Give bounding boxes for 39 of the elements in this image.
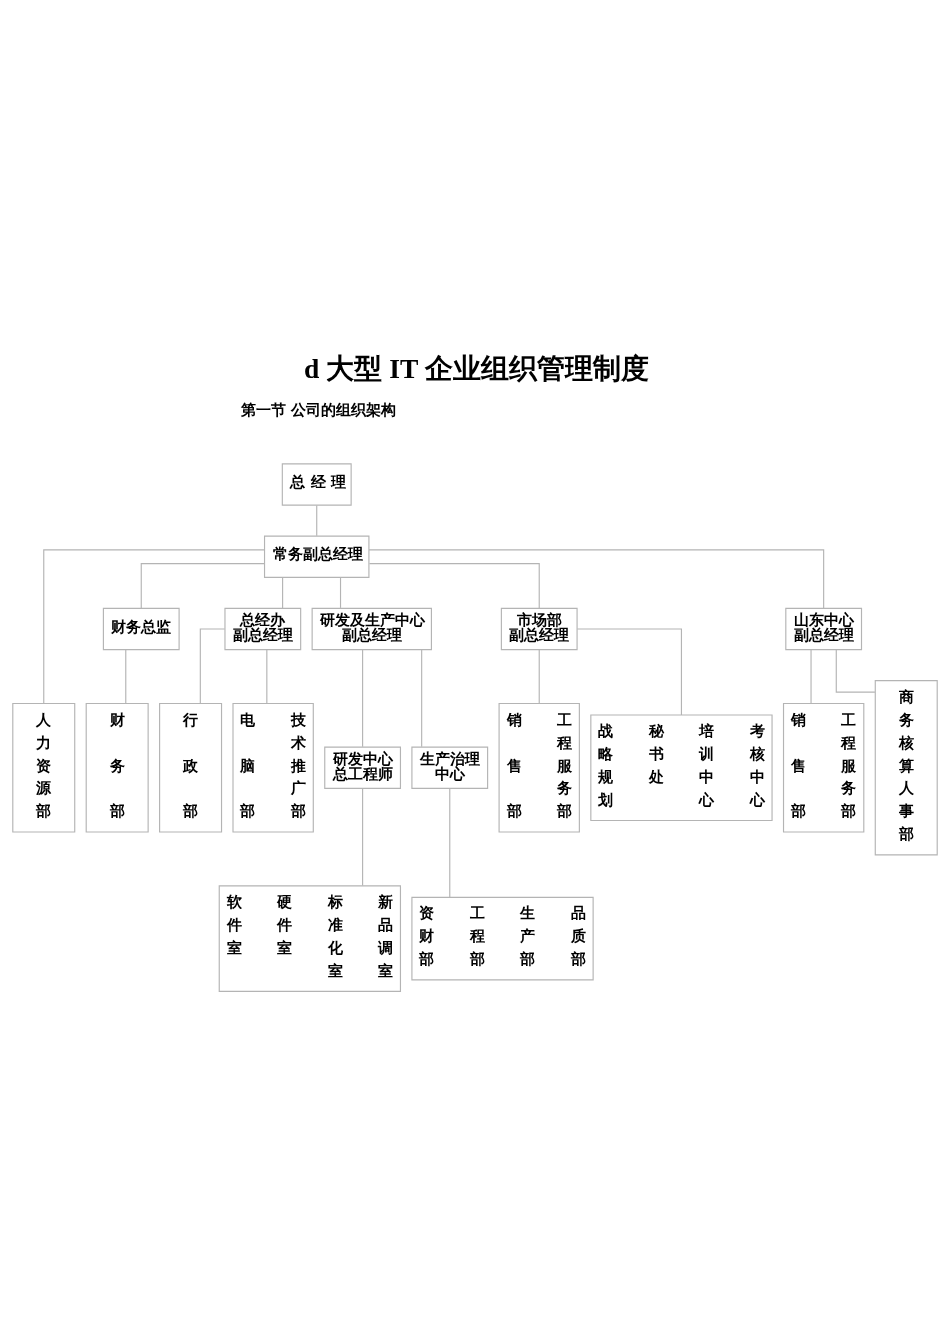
connector xyxy=(266,649,268,705)
connector xyxy=(199,628,226,704)
connector xyxy=(538,649,540,705)
connector xyxy=(339,577,342,609)
node-box: 总经办副总经理 xyxy=(224,607,302,651)
connector xyxy=(449,788,451,898)
node-box: 电脑部 技术推广部 xyxy=(232,702,314,833)
connector xyxy=(125,649,127,705)
connector xyxy=(362,788,364,887)
connector xyxy=(835,649,876,693)
node-box: 销售部 工程服务部 xyxy=(782,702,865,833)
node-box: 战略规划 秘书处 培训中心 考核中心 xyxy=(590,714,773,822)
connector xyxy=(43,549,265,704)
connector xyxy=(362,649,364,748)
node-box: 商务核算人事部 xyxy=(874,680,938,856)
node-box: 市场部副总经理 xyxy=(500,607,578,651)
connector xyxy=(810,649,812,705)
connector xyxy=(421,649,423,748)
node-box: 财务总监 xyxy=(102,607,180,651)
node-box: 生产治理中心 xyxy=(411,746,489,789)
node-box: 研发及生产中心副总经理 xyxy=(311,607,432,651)
node-box: 总 经 理 xyxy=(281,463,352,506)
connector xyxy=(316,504,318,537)
connector xyxy=(282,577,284,609)
node-box: 常务副总经理 xyxy=(263,535,370,578)
connector xyxy=(368,563,540,609)
node-box: 软件室 硬件室 标准化室 新品调室 xyxy=(218,885,402,992)
node-box: 山东中心副总经理 xyxy=(785,607,863,651)
connector xyxy=(576,628,682,716)
node-box: 财务部 xyxy=(85,702,149,833)
connector xyxy=(368,549,825,609)
node-box: 研发中心总工程师 xyxy=(324,746,402,789)
node-box: 资财部 工程部 生产部 品质部 xyxy=(411,896,594,981)
node-box: 行政部 xyxy=(159,702,223,833)
connector xyxy=(140,563,265,609)
diagram-title: d 大型 IT 企业组织管理制度 xyxy=(304,353,649,385)
label: 第一节 公司的组织架构 xyxy=(241,400,397,419)
node-box: 销售部 工程服务部 xyxy=(498,702,580,833)
node-box: 人力资源部 xyxy=(12,702,76,833)
